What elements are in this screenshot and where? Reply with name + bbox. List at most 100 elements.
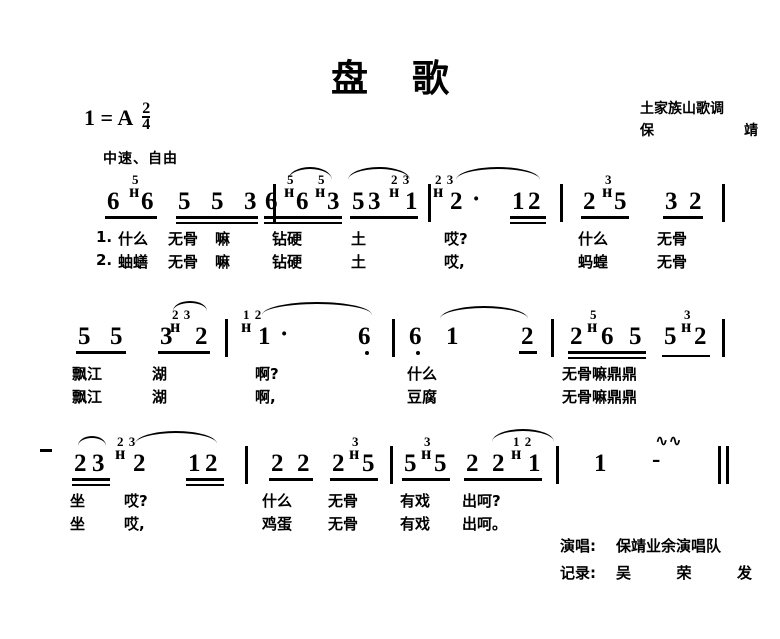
note-head: 5: [362, 450, 375, 477]
note-head: 2: [570, 323, 583, 350]
note-head: 2: [528, 188, 541, 215]
lyric-token: 有戏: [400, 515, 431, 533]
lyrics-row-verse1: 飘江 湖 啊? 什么 无骨嘛鼎鼎: [0, 363, 780, 386]
beam: [568, 351, 646, 354]
music-system-2: 5 5 2 3 ʜ 3 2 1 2 ʜ 1 · 6 6 1 2: [0, 301, 780, 409]
note-head: 2: [689, 188, 702, 215]
beam: [269, 478, 313, 481]
vibrato-icon: ∿∿: [655, 431, 682, 450]
transcriber-name-char-1: 吴: [616, 564, 632, 582]
augmentation-dot: ·: [472, 186, 481, 213]
grace-hook-icon: ʜ: [284, 181, 295, 201]
lyrics-row-verse2: 坐 哎, 鸡蛋 无骨 有戏 出呵。: [0, 513, 780, 536]
note-head: 6: [265, 188, 278, 215]
slur: [348, 167, 410, 180]
note-head: 1: [528, 450, 541, 477]
note-head: 2: [521, 323, 534, 350]
time-signature: 2 4: [142, 100, 151, 133]
notes-row-3: 2 3 2 3 ʜ 2 1 2 2 2 3 ʜ 2 5 3 ʜ: [0, 429, 780, 490]
note-head: 6: [409, 323, 422, 350]
barline: [428, 184, 431, 222]
lyric-token: 什么: [407, 365, 438, 383]
note-head: 2: [332, 450, 345, 477]
lyric-token: 无骨: [168, 253, 199, 271]
slur: [440, 306, 528, 319]
note-head: 5: [211, 188, 224, 215]
transcriber-label: 记录:: [560, 564, 596, 582]
grace-hook-icon: ʜ: [349, 443, 360, 463]
lyric-token: 哎,: [444, 253, 465, 271]
slur: [262, 302, 372, 315]
time-signature-numerator: 2: [142, 100, 151, 117]
lyric-token: 坐: [70, 492, 86, 510]
beam: [176, 216, 258, 219]
grace-hook-icon: ʜ: [421, 443, 432, 463]
slur: [78, 436, 106, 446]
slur: [173, 301, 207, 311]
performer-label: 演唱:: [560, 537, 596, 555]
grace-note: 3: [424, 434, 432, 449]
note-head: 1: [512, 188, 525, 215]
barline: [551, 319, 554, 357]
footer-credits: 演唱: 保靖业余演唱队 记录: 吴 荣 发: [560, 533, 752, 587]
grace-note: 3: [605, 172, 613, 187]
note-head: 1: [446, 323, 459, 350]
grace-note: 3: [684, 307, 692, 322]
lyric-token: 出呵?: [462, 492, 501, 510]
note-head: 1: [405, 188, 418, 215]
grace-hook-icon: ʜ: [389, 181, 400, 201]
key-signature: 1 = A 2 4: [84, 100, 151, 133]
tempo-marking: 中速、自由: [103, 151, 178, 167]
barline: [560, 184, 563, 222]
barline: [390, 446, 393, 484]
note-head: 3: [160, 323, 173, 350]
note-head: 5: [178, 188, 191, 215]
grace-hook-icon: ʜ: [433, 181, 444, 201]
beam: [158, 351, 210, 354]
lyrics-row-verse2: 飘江 湖 啊, 豆腐 无骨嘛鼎鼎: [0, 386, 780, 409]
note-head: 5: [78, 323, 91, 350]
notes-row-1: 5 ʜ 6 6 5 5 3 5 ʜ 5 ʜ 6 6 3 5 3 2 3: [0, 167, 780, 228]
note-head: 2: [195, 323, 208, 350]
beam: [186, 478, 224, 481]
attribution-place-right: 靖: [744, 123, 758, 139]
note-head: 6: [107, 188, 120, 215]
lyric-token: 啊?: [255, 365, 279, 383]
barline: [556, 446, 559, 484]
slur: [492, 429, 554, 442]
slur: [288, 167, 332, 180]
grace-note: 5: [590, 307, 598, 322]
lyric-token: 嘛: [215, 230, 231, 248]
lyric-token: 湖: [152, 388, 168, 406]
note-head: 5: [404, 450, 417, 477]
lyric-token: 土: [351, 253, 367, 271]
final-barline: [718, 446, 721, 484]
note-head: 3: [92, 450, 105, 477]
note-head: 5: [434, 450, 447, 477]
lyric-token: 钻硬: [272, 230, 303, 248]
grace-hook-icon: ʜ: [511, 443, 522, 463]
beam: [72, 484, 110, 486]
lyric-token: 哎?: [444, 230, 468, 248]
grace-note: 2 3: [391, 172, 411, 187]
grace-note: 2 3: [435, 172, 455, 187]
system-tick-mark: [40, 449, 52, 452]
performer-value: 保靖业余演唱队: [616, 537, 722, 555]
note-head: 6: [296, 188, 309, 215]
beam: [176, 222, 258, 224]
beam: [264, 216, 342, 219]
grace-note: 2 3: [117, 434, 137, 449]
note-head: 2: [694, 323, 707, 350]
transcriber-line: 记录: 吴 荣 发: [560, 560, 752, 587]
grace-note: 5: [132, 172, 140, 187]
slur: [135, 431, 217, 444]
note-head: 5: [629, 323, 642, 350]
octave-low-dot: [365, 351, 369, 355]
grace-hook-icon: ʜ: [241, 316, 252, 336]
barline: [245, 446, 248, 484]
grace-note: 1 2: [243, 307, 263, 322]
lyric-token: 出呵。: [462, 515, 508, 533]
notes-row-2: 5 5 2 3 ʜ 3 2 1 2 ʜ 1 · 6 6 1 2: [0, 301, 780, 363]
key-label: 1 = A: [84, 105, 134, 130]
note-head: 2: [297, 450, 310, 477]
